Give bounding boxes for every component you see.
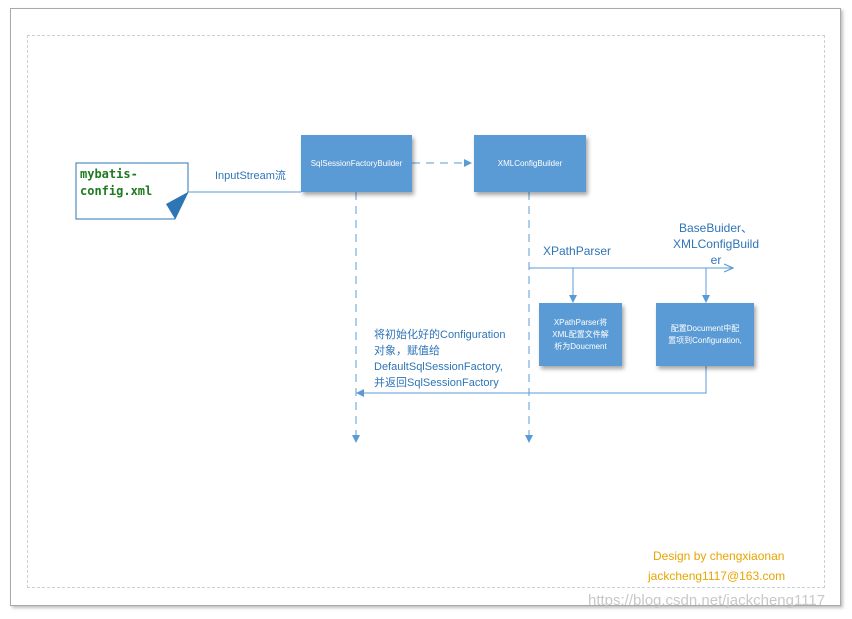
xpath-parser-node: XPathParser将 XML配置文件解 析为Doucment (539, 303, 622, 366)
input-stream-label: InputStream流 (215, 170, 286, 182)
dashed-border (27, 35, 825, 588)
document-shape (75, 162, 189, 220)
email-credit: jackcheng1117@163.com (648, 569, 786, 583)
return-arrow (356, 366, 707, 397)
sql-session-factory-builder-node: SqlSessionFactoryBuilder (301, 135, 412, 192)
watermark-text: https://blog.csdn.net/jackcheng1117 (588, 592, 826, 609)
xpath-parser-label: XPathParser (543, 244, 612, 258)
return-message-label: 将初始化好的Configuration 对象，赋值给 DefaultSqlSes… (374, 329, 506, 389)
design-credit: Design by chengxiaonan (653, 549, 785, 563)
config-document-node: 配置Document中配 置项到Configuration, (656, 303, 754, 366)
config-file-label: mybatis- config.xml (80, 167, 153, 198)
xml-config-builder-node: XMLConfigBuilder (474, 135, 586, 192)
base-builder-label: BaseBuider、 XMLConfigBuild er (672, 221, 760, 267)
